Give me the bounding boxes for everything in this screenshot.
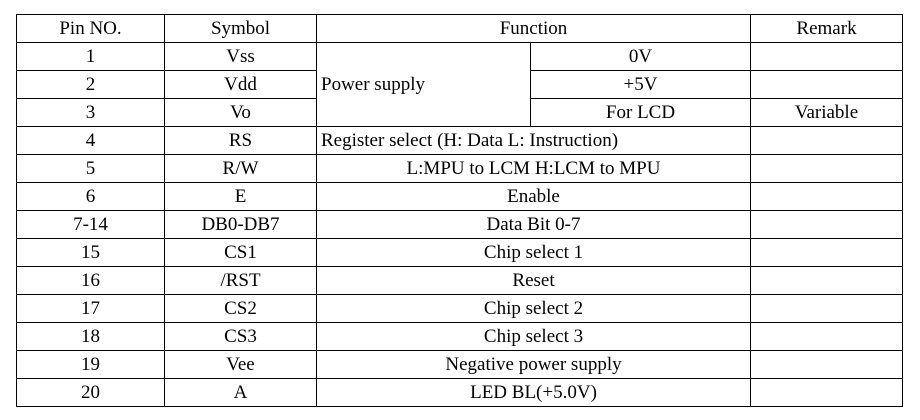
pin-cell: 18	[16, 322, 165, 351]
remark-cell	[750, 154, 903, 183]
symbol-cell: R/W	[164, 154, 317, 183]
remark-cell	[750, 294, 903, 323]
header-symbol: Symbol	[164, 14, 317, 43]
function-cell: Register select (H: Data L: Instruction)	[316, 126, 751, 155]
sub-function-cell: 0V	[530, 42, 751, 71]
table-row: 5 R/W L:MPU to LCM H:LCM to MPU	[16, 154, 903, 183]
remark-cell	[750, 210, 903, 239]
function-cell: Enable	[316, 182, 751, 211]
table-row: 4 RS Register select (H: Data L: Instruc…	[16, 126, 903, 155]
function-cell: Chip select 2	[316, 294, 751, 323]
function-cell: Negative power supply	[316, 350, 751, 379]
pin-cell: 1	[16, 42, 165, 71]
remark-cell: Variable	[750, 98, 903, 127]
remark-cell	[750, 266, 903, 295]
header-remark: Remark	[750, 14, 903, 43]
sub-function-cell: For LCD	[530, 98, 751, 127]
table-row: 7-14 DB0-DB7 Data Bit 0-7	[16, 210, 903, 239]
function-cell: L:MPU to LCM H:LCM to MPU	[316, 154, 751, 183]
table-row: 19 Vee Negative power supply	[16, 350, 903, 379]
table-row: 1 Vss Power supply 0V	[16, 42, 903, 127]
symbol-cell: /RST	[164, 266, 317, 295]
table-row: 20 A LED BL(+5.0V)	[16, 378, 903, 407]
function-cell: Data Bit 0-7	[316, 210, 751, 239]
pin-cell: 20	[16, 378, 165, 407]
function-cell: Chip select 1	[316, 238, 751, 267]
table-row: 15 CS1 Chip select 1	[16, 238, 903, 267]
table-row: 17 CS2 Chip select 2	[16, 294, 903, 323]
pin-cell: 4	[16, 126, 165, 155]
symbol-cell: Vee	[164, 350, 317, 379]
pin-cell: 5	[16, 154, 165, 183]
remark-cell	[750, 182, 903, 211]
header-row: Pin NO. Symbol Function Remark	[16, 14, 903, 43]
pin-table: Pin NO. Symbol Function Remark 1 Vss Pow…	[16, 14, 903, 407]
symbol-cell: Vo	[164, 98, 317, 127]
table-row: 16 /RST Reset	[16, 266, 903, 295]
pin-cell: 2	[16, 70, 165, 99]
symbol-cell: Vss	[164, 42, 317, 71]
function-cell: Power supply	[316, 42, 531, 127]
header-function: Function	[316, 14, 751, 43]
symbol-cell: RS	[164, 126, 317, 155]
function-cell: Chip select 3	[316, 322, 751, 351]
remark-cell	[750, 42, 903, 71]
pin-cell: 3	[16, 98, 165, 127]
table-row: 18 CS3 Chip select 3	[16, 322, 903, 351]
symbol-cell: CS3	[164, 322, 317, 351]
pin-cell: 7-14	[16, 210, 165, 239]
pin-cell: 17	[16, 294, 165, 323]
remark-cell	[750, 350, 903, 379]
remark-cell	[750, 378, 903, 407]
pin-cell: 16	[16, 266, 165, 295]
remark-cell	[750, 70, 903, 99]
function-cell: LED BL(+5.0V)	[316, 378, 751, 407]
remark-cell	[750, 322, 903, 351]
symbol-cell: Vdd	[164, 70, 317, 99]
symbol-cell: DB0-DB7	[164, 210, 317, 239]
symbol-cell: CS1	[164, 238, 317, 267]
pin-cell: 19	[16, 350, 165, 379]
pin-cell: 6	[16, 182, 165, 211]
header-pin: Pin NO.	[16, 14, 165, 43]
function-cell: Reset	[316, 266, 751, 295]
pin-cell: 15	[16, 238, 165, 267]
symbol-cell: CS2	[164, 294, 317, 323]
sub-function-cell: +5V	[530, 70, 751, 99]
symbol-cell: E	[164, 182, 317, 211]
remark-cell	[750, 126, 903, 155]
remark-cell	[750, 238, 903, 267]
table-row: 3 Vo For LCD Variable	[16, 98, 903, 127]
table-row: 6 E Enable	[16, 182, 903, 211]
symbol-cell: A	[164, 378, 317, 407]
